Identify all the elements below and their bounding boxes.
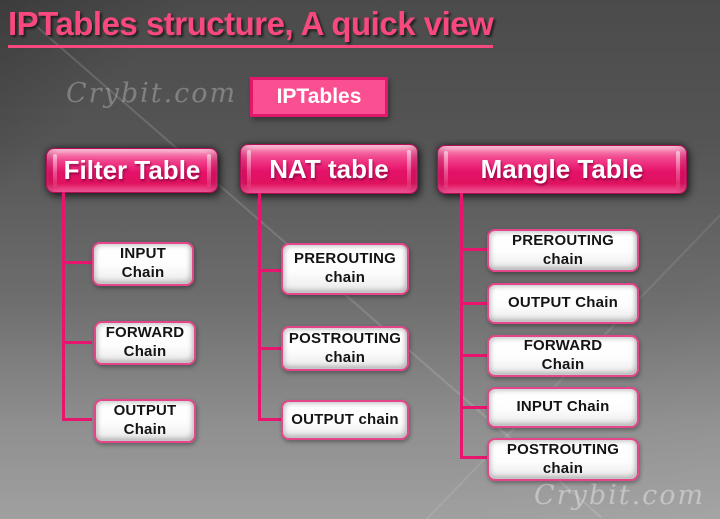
chain-label: POSTROUTING chain [288,329,402,366]
chain-label: OUTPUT chain [291,410,399,428]
connector-line [460,456,488,459]
connector-line [258,269,282,272]
chain-node-filter-forward: FORWARD Chain [94,321,196,365]
connector-line [460,406,488,409]
chain-node-filter-input: INPUT Chain [92,242,194,286]
chain-node-mangle-forward: FORWARD Chain [487,335,639,377]
chain-label: OUTPUT Chain [113,402,177,438]
chain-node-nat-prerouting: PREROUTING chain [281,243,409,295]
header-filter-table: Filter Table [46,148,218,193]
connector-line [258,347,282,350]
header-mangle-table: Mangle Table [437,145,687,194]
chain-node-filter-output: OUTPUT Chain [94,399,196,443]
connector-line [62,192,65,421]
page-title: IPTables structure, A quick view [8,5,494,48]
chain-node-mangle-output: OUTPUT Chain [487,283,639,324]
watermark-bottom: Crybit.com [534,480,706,511]
chain-label: FORWARD Chain [105,324,185,360]
connector-line [460,193,463,459]
chain-node-mangle-input: INPUT Chain [487,387,639,428]
root-node-iptables: IPTables [250,77,388,117]
connector-line [62,341,92,344]
connector-line [460,248,488,251]
chain-label: FORWARD Chain [523,337,603,373]
connector-line [460,354,488,357]
connector-line [460,302,488,305]
header-nat-table: NAT table [240,144,418,194]
chain-label: INPUT Chain [516,398,610,416]
chain-node-nat-postrouting: POSTROUTING chain [281,326,409,371]
chain-label: INPUT Chain [120,245,166,281]
connector-line [62,261,92,264]
connector-line [258,418,282,421]
chain-node-nat-output: OUTPUT chain [281,400,409,440]
chain-node-mangle-prerouting: PREROUTING chain [487,229,639,272]
chain-node-mangle-postrouting: POSTROUTING chain [487,438,639,481]
chain-label: OUTPUT Chain [508,294,618,312]
connector-line [62,418,92,421]
watermark-top: Crybit.com [66,78,238,109]
chain-label: POSTROUTING chain [506,440,620,477]
connector-line [258,193,261,421]
chain-label: PREROUTING chain [511,231,614,268]
chain-label: PREROUTING chain [293,250,396,286]
